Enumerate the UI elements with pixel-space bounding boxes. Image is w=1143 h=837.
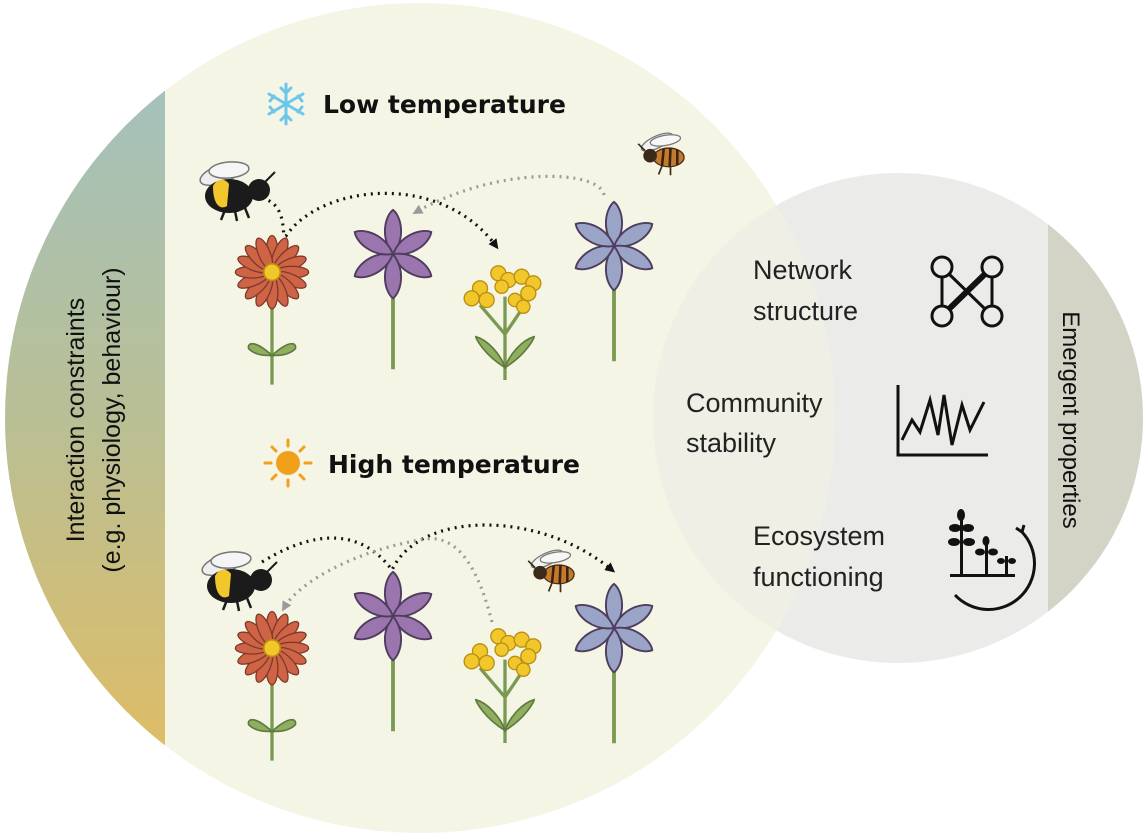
network-label-line1: Network [753, 255, 853, 285]
emergent-properties-label: Emergent properties [1057, 311, 1084, 528]
property-ecosystem: Ecosystem functioning [753, 509, 1036, 611]
constraint-label-line1: Interaction constraints [62, 298, 90, 543]
sun-icon [263, 438, 313, 488]
snowflake-icon [267, 82, 305, 126]
high-temperature-heading: High temperature [328, 450, 580, 479]
ecosystem-label-line2: functioning [753, 562, 884, 592]
bumblebee-path-high [261, 523, 616, 574]
high-temperature-scene [197, 523, 659, 763]
honeybee-path-low [412, 174, 606, 214]
stability-chart-icon [896, 385, 988, 457]
constraint-label-line2: (e.g. physiology, behaviour) [98, 267, 126, 572]
low-temperature-heading: Low temperature [323, 90, 566, 119]
property-stability: Community stability [686, 385, 988, 458]
property-network: Network structure [753, 255, 1004, 328]
network-label-line2: structure [753, 296, 858, 326]
ecosystem-label-line1: Ecosystem [753, 521, 885, 551]
low-temperature-scene [195, 128, 686, 387]
stability-label-line1: Community [686, 388, 823, 418]
ecosystem-plants-icon [948, 509, 1036, 611]
network-icon [930, 255, 1004, 328]
stability-label-line2: stability [686, 428, 777, 458]
bumblebee-path-low [261, 191, 499, 250]
